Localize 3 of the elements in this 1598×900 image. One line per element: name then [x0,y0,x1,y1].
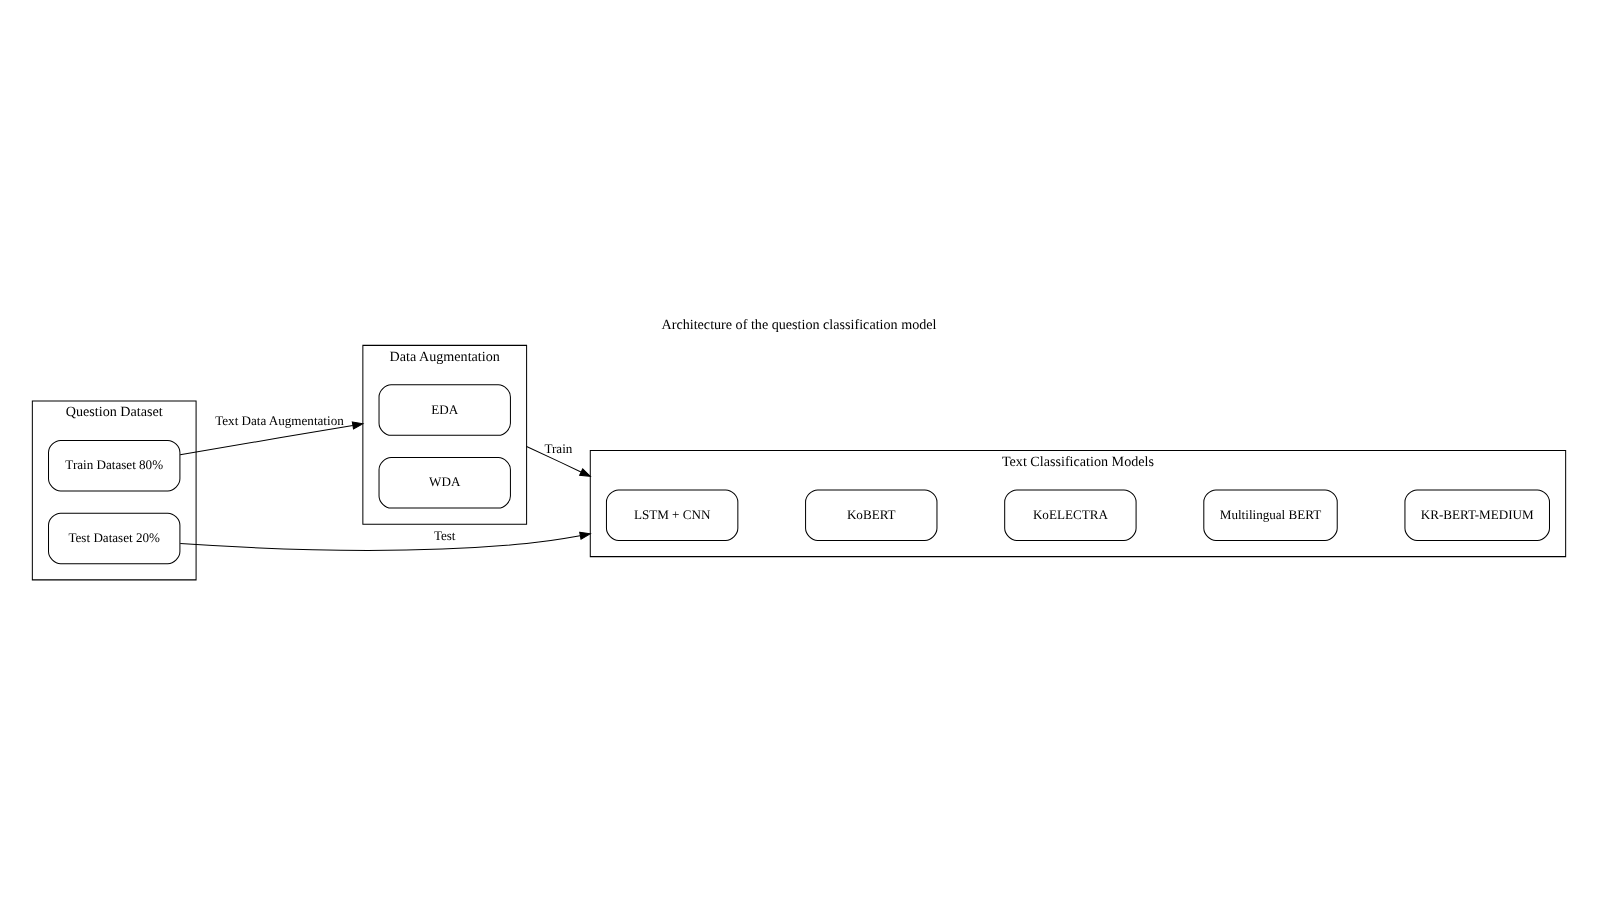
arrow [179,530,592,550]
arrow [526,444,592,476]
arrow [179,420,365,455]
